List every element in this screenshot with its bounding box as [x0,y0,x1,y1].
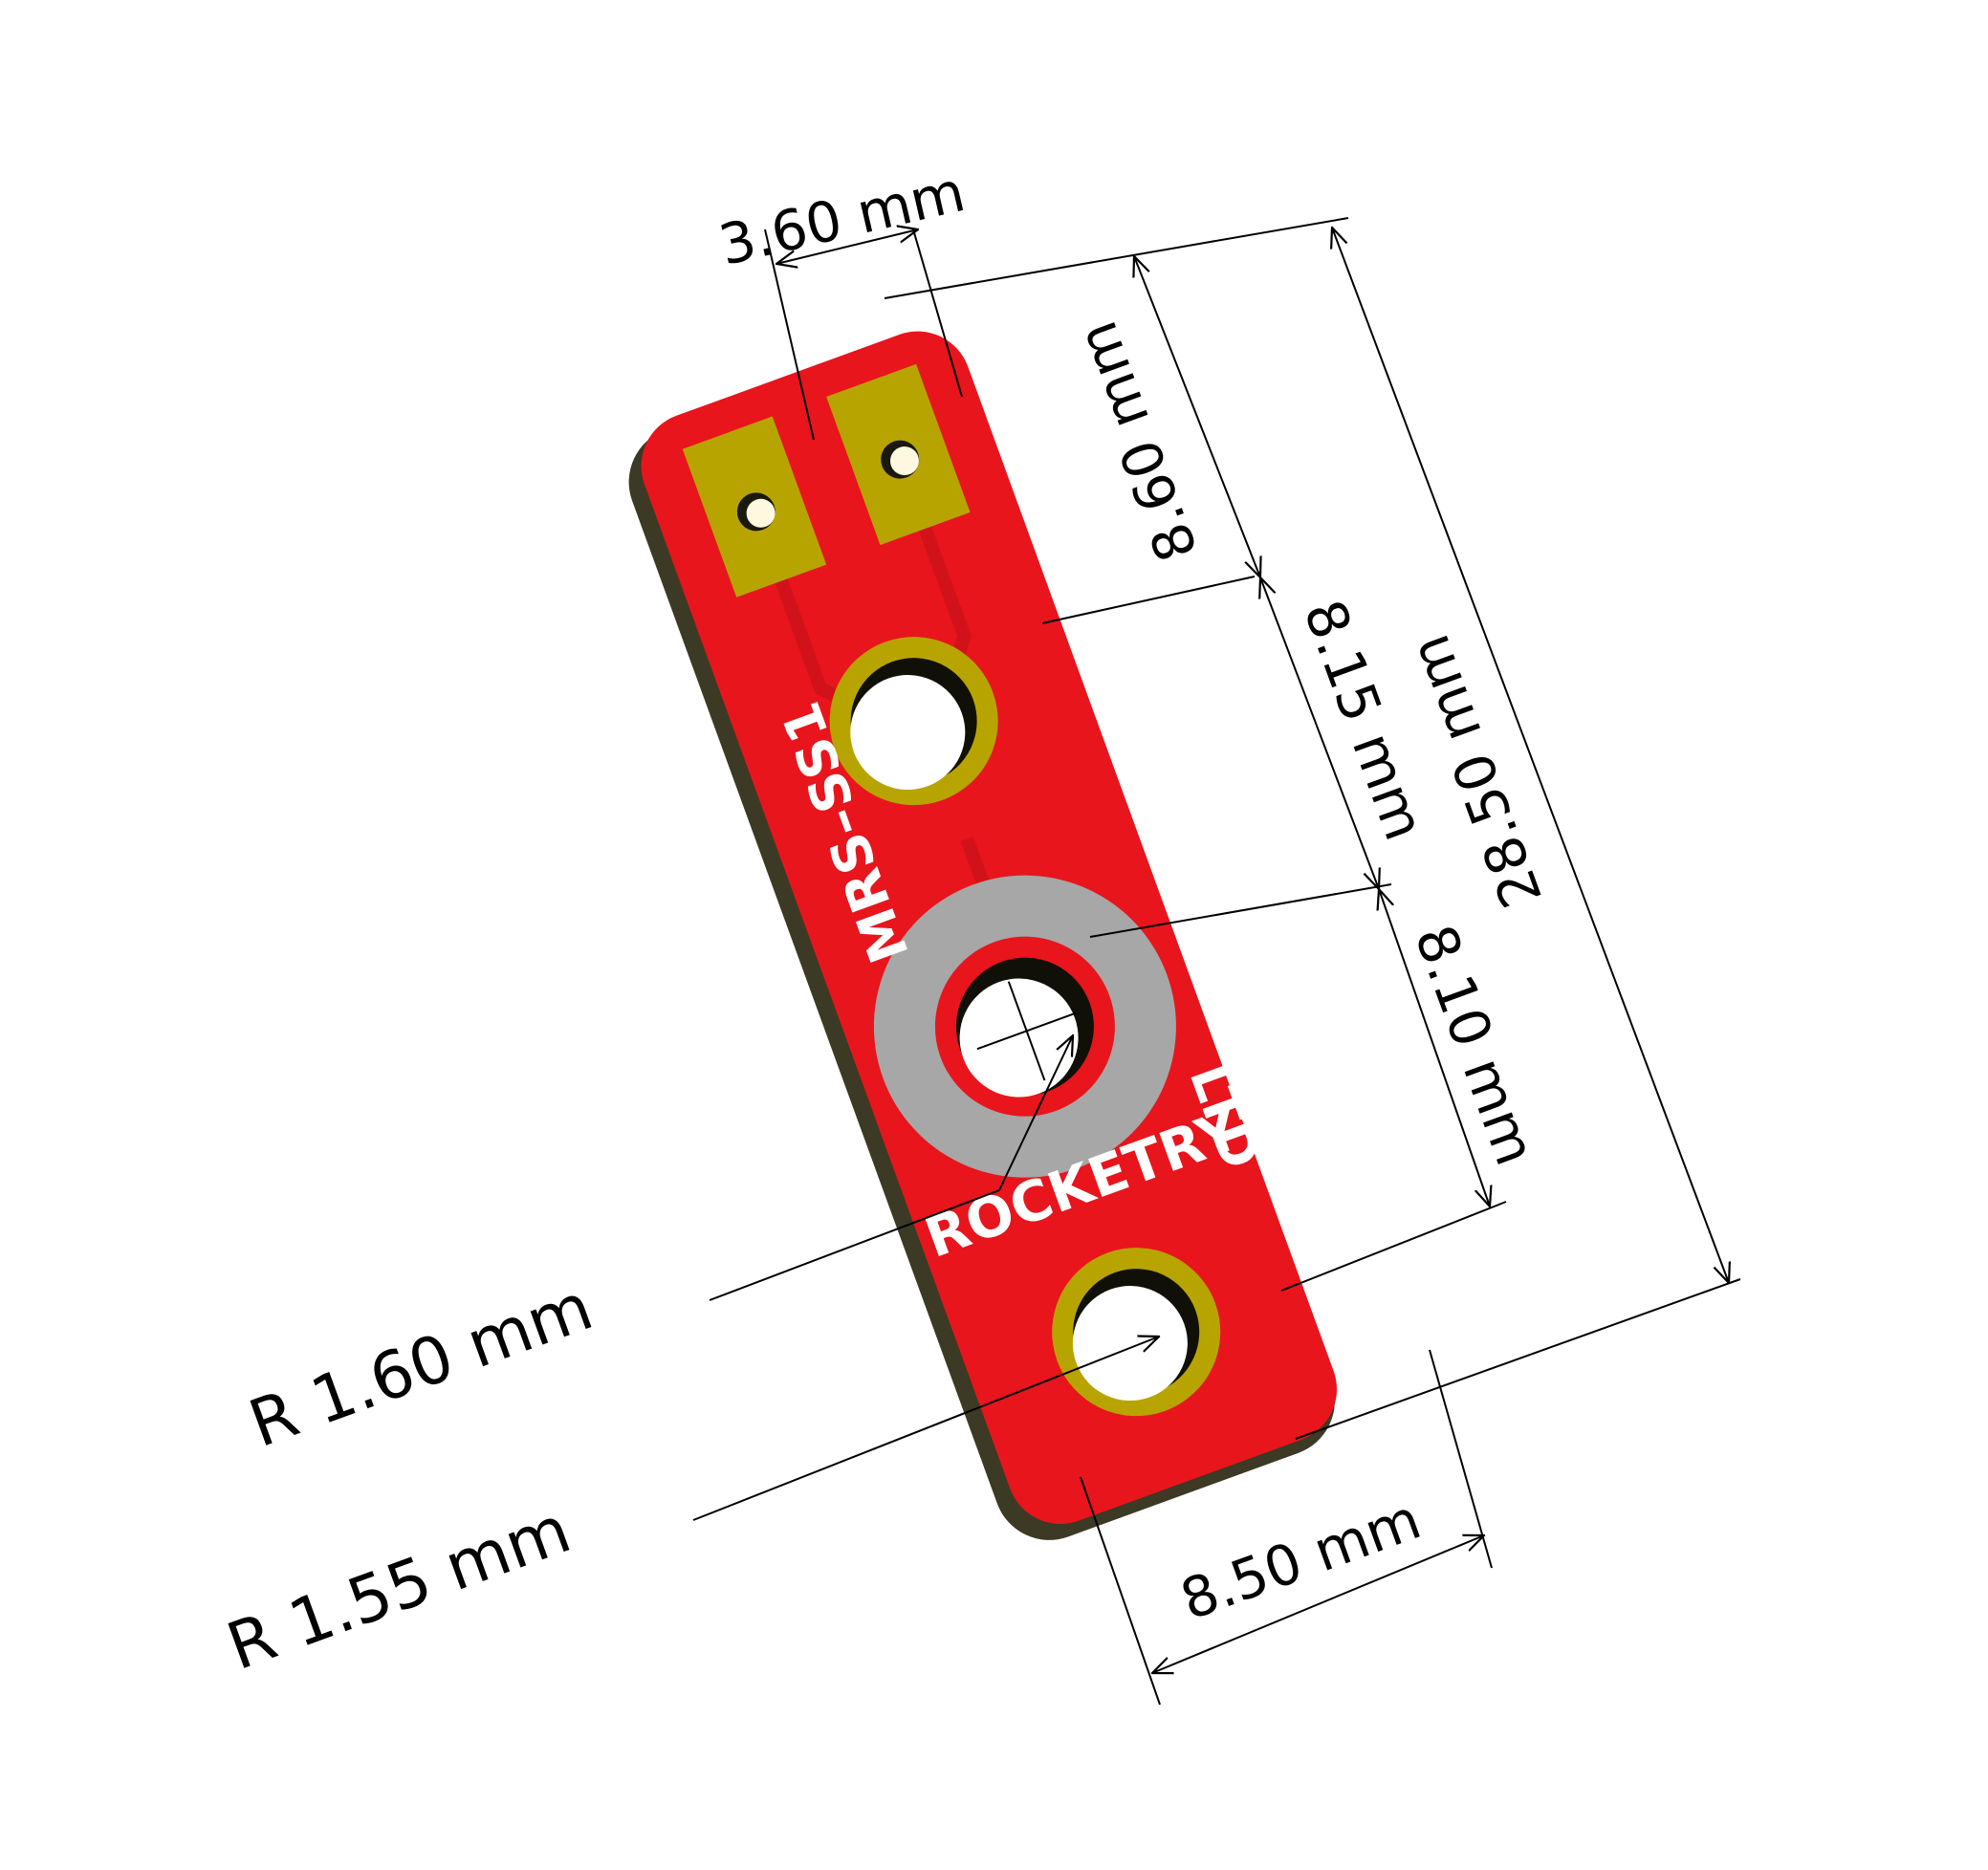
svg-text:8.60 mm: 8.60 mm [1064,314,1211,570]
svg-text:R 1.60 mm: R 1.60 mm [240,1270,602,1463]
mounting-hole-center [873,875,1176,1178]
pcb-board: MRS–SS1 ROCKETRY LTD [628,331,1338,1540]
smd-pad-right [826,363,971,546]
through-hole-bottom [1052,1248,1221,1417]
through-hole-top [829,637,998,806]
svg-text:28.50 mm: 28.50 mm [1396,626,1555,916]
smd-pad-left [682,416,827,598]
svg-text:R 1.55 mm: R 1.55 mm [218,1492,580,1685]
dimension-pad-to-hole: 8.60 mm [1041,256,1260,624]
svg-text:8.10 mm: 8.10 mm [1402,917,1548,1173]
svg-text:8.15 mm: 8.15 mm [1291,592,1437,848]
svg-text:3.60 mm: 3.60 mm [713,159,971,278]
dimension-center-to-hole: 8.10 mm [1280,889,1548,1292]
